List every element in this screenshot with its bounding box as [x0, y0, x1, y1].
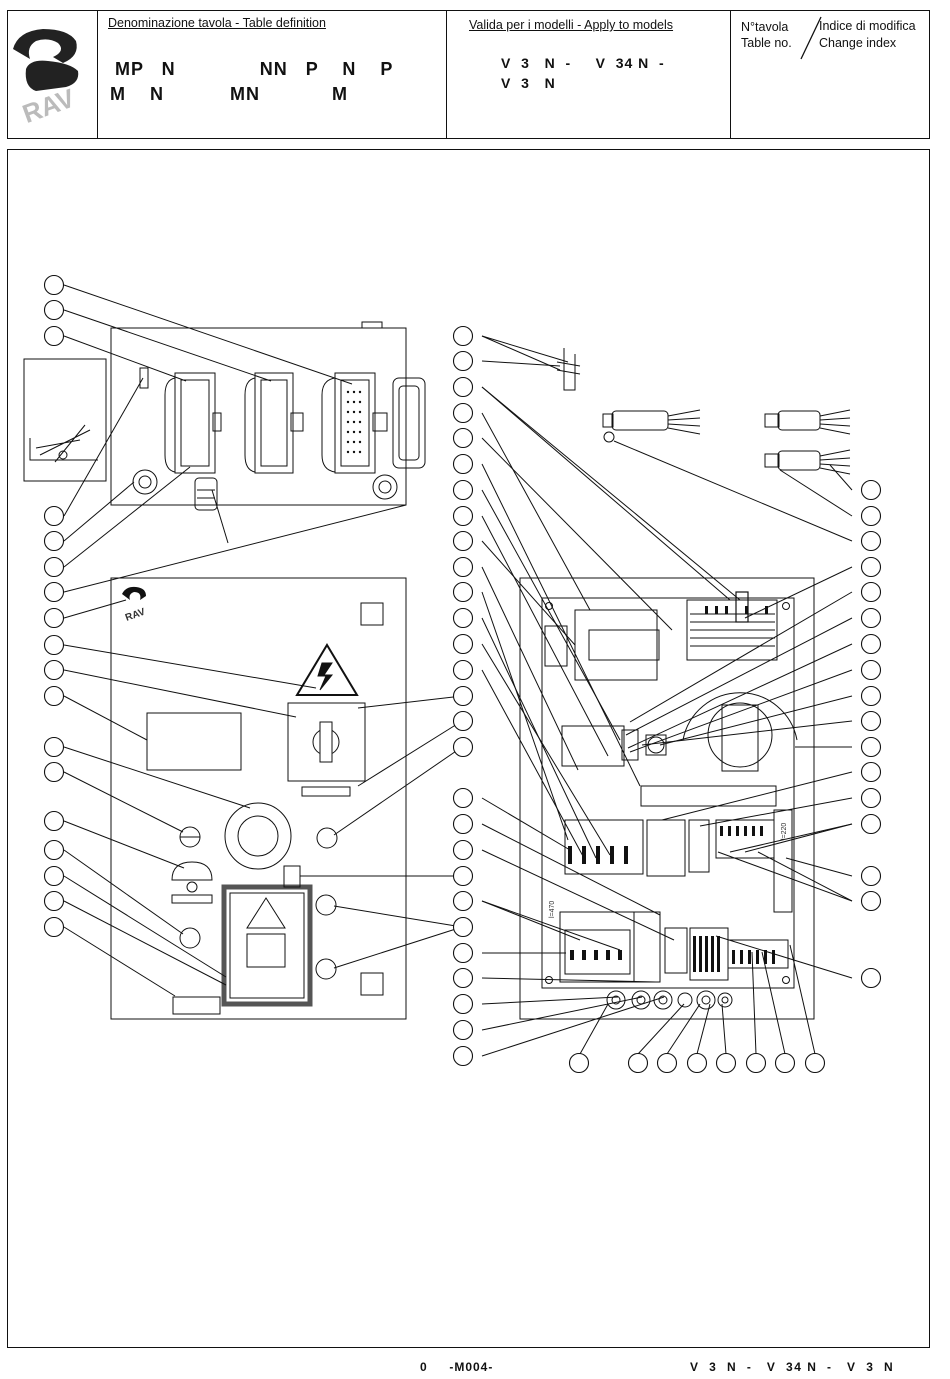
dimension-left: l=470 — [549, 901, 556, 918]
panel-logo-icon: RAV — [122, 586, 147, 624]
table-no-en: Table no. — [741, 36, 792, 50]
table-title-line2: M N MN M — [110, 84, 349, 104]
leader-lines — [63, 284, 853, 1057]
valid-for-label: Valida per i modelli - Apply to models — [469, 18, 674, 32]
table-definition-label: Denominazione tavola - Table definition — [108, 16, 326, 30]
table-title-line1: MP N NN P N P — [115, 59, 394, 79]
models-line2: V 3 N — [501, 75, 556, 91]
table-no-it: N°tavola — [741, 20, 789, 34]
models-line1: V 3 N - V 34 N - — [501, 55, 665, 71]
table-number-cell: N°tavola Table no. Indice di modifica Ch… — [730, 11, 930, 138]
drawing-number: 0 -M004- — [420, 1360, 494, 1374]
company-logo: RAV — [8, 11, 97, 138]
callout-circles — [43, 274, 882, 1074]
rav-logo-icon: RAV — [13, 29, 79, 129]
dimension-right: l=220 — [781, 823, 788, 840]
connector-plate — [23, 321, 426, 544]
change-index-en: Change index — [819, 36, 897, 50]
slash-divider-icon — [800, 16, 822, 60]
electrical-cabinet — [519, 577, 815, 1020]
footer-models: V 3 N - V 34 N - V 3 N — [690, 1360, 895, 1374]
title-block: RAV Denominazione tavola - Table definit… — [7, 10, 930, 139]
models-cell: Valida per i modelli - Apply to models V… — [446, 11, 731, 138]
panel-logo-text: RAV — [124, 606, 147, 623]
change-index-it: Indice di modifica — [819, 19, 916, 33]
table-definition-cell: Denominazione tavola - Table definition … — [97, 11, 447, 138]
drawing-frame — [7, 149, 930, 1348]
front-door-panel — [110, 577, 407, 1020]
limit-switches — [556, 348, 851, 475]
